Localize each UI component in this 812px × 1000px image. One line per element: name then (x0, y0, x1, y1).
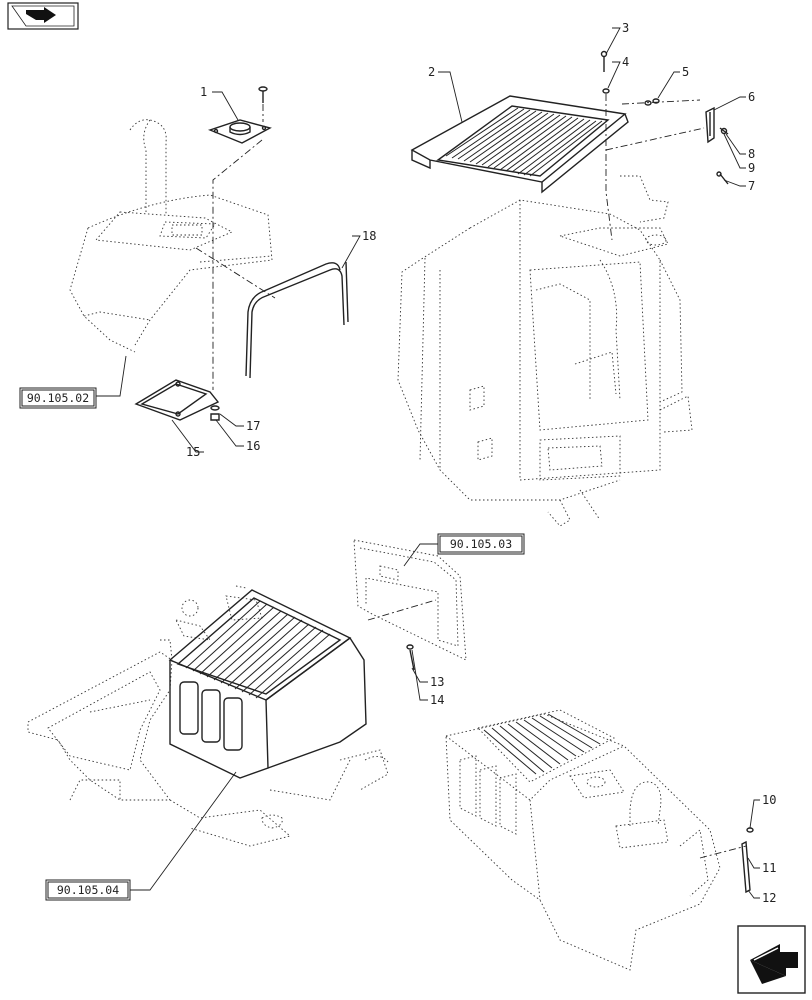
part-18-handle (245, 261, 349, 379)
callout-8: 8 (748, 147, 755, 161)
callout-10: 10 (762, 793, 776, 807)
part-16-17-fasteners (210, 405, 220, 421)
reference-label[interactable]: 90.105.03 (450, 537, 512, 551)
callout-13: 13 (430, 675, 444, 689)
bolt-1 (258, 86, 268, 103)
reference-label[interactable]: 90.105.04 (57, 883, 119, 897)
part-6-8-9-latch (705, 106, 729, 144)
callout-7: 7 (748, 179, 755, 193)
rear-panel (353, 539, 467, 661)
callout-12: 12 (762, 891, 776, 905)
hood-upper-left (69, 119, 273, 353)
callout-4: 4 (622, 55, 629, 69)
callout-17: 17 (246, 419, 260, 433)
part-1-cap-plate (207, 119, 272, 144)
hood-bottom-right (445, 709, 721, 971)
callout-5: 5 (682, 65, 689, 79)
callout-6: 6 (748, 90, 755, 104)
next-page-arrow-icon[interactable] (737, 925, 806, 994)
part-10-11-12-fasteners (741, 827, 754, 894)
nav-arrow-icon[interactable] (7, 2, 79, 30)
hood-bottom-left (168, 589, 367, 779)
part-7-pin (716, 171, 729, 185)
callout-leaders (96, 27, 760, 899)
cab-chassis-upper-right (397, 175, 693, 527)
part-3-4-5-fasteners (600, 50, 660, 106)
machine-bottom-left (27, 585, 389, 847)
callout-15: 15 (186, 445, 200, 459)
callout-18: 18 (362, 229, 376, 243)
part-2-grille (410, 95, 629, 194)
callout-2: 2 (428, 65, 435, 79)
callout-14: 14 (430, 693, 444, 707)
reference-box-90-105-03[interactable]: 90.105.03 (437, 533, 525, 555)
part-13-14-fasteners (406, 644, 415, 671)
callout-11: 11 (762, 861, 776, 875)
callout-3: 3 (622, 21, 629, 35)
reference-box-90-105-02[interactable]: 90.105.02 (19, 387, 97, 409)
callout-9: 9 (748, 161, 755, 175)
callout-16: 16 (246, 439, 260, 453)
callout-1: 1 (200, 85, 207, 99)
reference-box-90-105-04[interactable]: 90.105.04 (45, 879, 131, 901)
part-15-bracket (134, 379, 220, 421)
reference-label[interactable]: 90.105.02 (27, 391, 89, 405)
callout-numbers: 1 2 3 4 5 6 7 8 9 10 11 12 13 14 15 16 1… (186, 21, 776, 905)
